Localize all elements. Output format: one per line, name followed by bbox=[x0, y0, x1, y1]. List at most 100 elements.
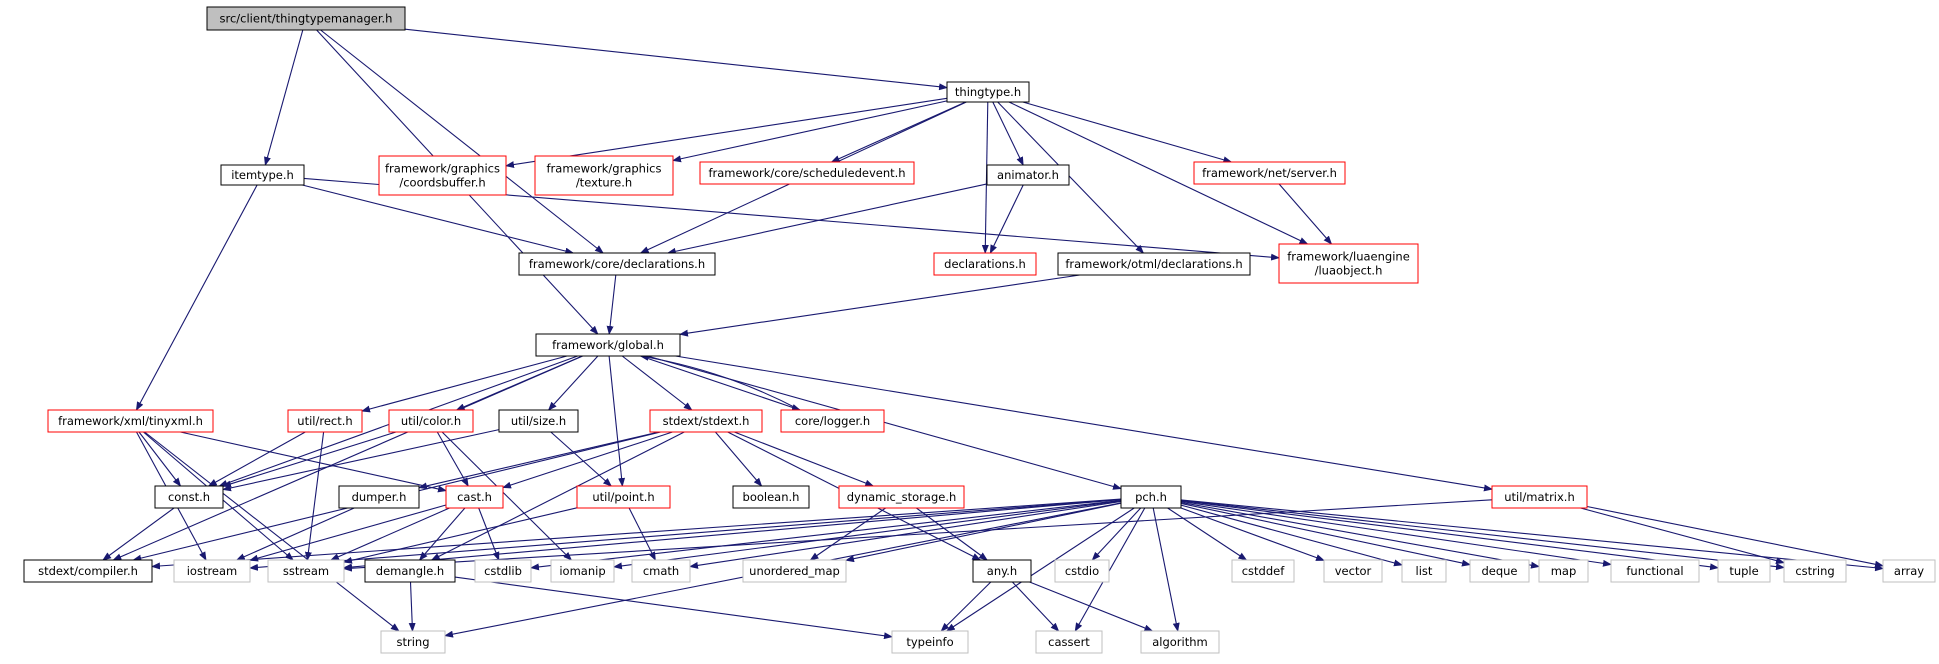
node-tinyxml-label: framework/xml/tinyxml.h bbox=[58, 414, 203, 428]
node-thingtype[interactable]: thingtype.h bbox=[946, 81, 1030, 103]
node-itemtype-box bbox=[220, 164, 305, 186]
node-cassert-label: cassert bbox=[1048, 635, 1090, 649]
node-cmath: cmath bbox=[631, 559, 691, 583]
node-unordmap-label: unordered_map bbox=[749, 564, 840, 578]
node-unordmap-box bbox=[742, 559, 847, 583]
node-const[interactable]: const.h bbox=[154, 485, 224, 509]
node-color[interactable]: util/color.h bbox=[388, 409, 474, 433]
node-list-box bbox=[1401, 559, 1447, 583]
node-logger[interactable]: core/logger.h bbox=[780, 409, 885, 433]
node-functional: functional bbox=[1610, 559, 1700, 583]
node-schedev[interactable]: framework/core/scheduledevent.h bbox=[699, 161, 915, 185]
edge-dumper-to-iostream bbox=[235, 507, 355, 561]
node-luaobject[interactable]: framework/luaengine/luaobject.h bbox=[1278, 243, 1419, 284]
edge-thingtype-to-animator bbox=[992, 101, 1024, 166]
node-string-box bbox=[380, 630, 446, 654]
node-sstream: sstream bbox=[267, 559, 345, 583]
node-itemtype[interactable]: itemtype.h bbox=[220, 164, 305, 186]
node-decl[interactable]: declarations.h bbox=[933, 252, 1037, 276]
node-coordsbuf[interactable]: framework/graphics/coordsbuffer.h bbox=[378, 155, 507, 196]
node-rect-label: util/rect.h bbox=[297, 414, 352, 428]
node-array-label: array bbox=[1894, 564, 1924, 578]
node-texture[interactable]: framework/graphics/texture.h bbox=[534, 155, 674, 196]
edge-tinyxml-to-string bbox=[144, 431, 400, 632]
node-animator[interactable]: animator.h bbox=[986, 164, 1070, 186]
node-dynstore[interactable]: dynamic_storage.h bbox=[838, 485, 965, 509]
edge-thingtype-to-otmldecl bbox=[997, 101, 1145, 254]
node-cast[interactable]: cast.h bbox=[445, 485, 504, 509]
node-typeinfo-label: typeinfo bbox=[906, 635, 953, 649]
edge-pch-to-compiler bbox=[151, 498, 1122, 570]
edge-color-to-cast bbox=[436, 431, 469, 487]
node-color-box bbox=[388, 409, 474, 433]
edge-pch-to-functional bbox=[1180, 500, 1612, 567]
node-typeinfo-box bbox=[891, 630, 969, 654]
node-logger-box bbox=[780, 409, 885, 433]
node-algorithm: algorithm bbox=[1140, 630, 1220, 654]
node-list-label: list bbox=[1416, 564, 1433, 578]
node-const-label: const.h bbox=[168, 490, 210, 504]
node-pch[interactable]: pch.h bbox=[1120, 485, 1182, 509]
node-cstdlib: cstdlib bbox=[474, 559, 532, 583]
node-cassert-box bbox=[1035, 630, 1103, 654]
node-schedev-box bbox=[699, 161, 915, 185]
node-pch-box bbox=[1120, 485, 1182, 509]
node-any-box bbox=[972, 559, 1032, 583]
node-stdext[interactable]: stdext/stdext.h bbox=[649, 409, 763, 433]
node-netserver-label: framework/net/server.h bbox=[1202, 166, 1337, 180]
node-tuple-label: tuple bbox=[1729, 564, 1758, 578]
node-map-box bbox=[1538, 559, 1589, 583]
edge-matrix-to-sstream bbox=[343, 499, 1493, 572]
edge-point-to-sstream bbox=[343, 507, 578, 564]
node-schedev-label: framework/core/scheduledevent.h bbox=[708, 166, 905, 180]
edge-pch-to-sstream bbox=[343, 499, 1122, 571]
node-rect[interactable]: util/rect.h bbox=[287, 409, 363, 433]
edge-root-to-coredecl bbox=[320, 29, 604, 254]
node-matrix[interactable]: util/matrix.h bbox=[1491, 485, 1588, 509]
node-root-box bbox=[206, 6, 406, 31]
edge-pch-to-vector bbox=[1180, 507, 1325, 561]
node-deque-box bbox=[1469, 559, 1530, 583]
node-otmldecl-box bbox=[1057, 252, 1251, 276]
edge-root-to-itemtype bbox=[264, 29, 304, 166]
node-logger-label: core/logger.h bbox=[795, 414, 870, 428]
edge-rect-to-sstream bbox=[304, 431, 325, 561]
edge-matrix-to-array bbox=[1586, 505, 1884, 568]
node-coredecl[interactable]: framework/core/declarations.h bbox=[518, 252, 716, 276]
edge-stdext-to-boolean bbox=[714, 431, 763, 487]
node-deque: deque bbox=[1469, 559, 1530, 583]
node-demangle[interactable]: demangle.h bbox=[364, 559, 456, 583]
node-root[interactable]: src/client/thingtypemanager.h bbox=[206, 6, 406, 31]
node-thingtype-label: thingtype.h bbox=[955, 85, 1021, 99]
edge-stdext-to-demangle bbox=[430, 431, 685, 561]
node-demangle-label: demangle.h bbox=[376, 564, 444, 578]
node-tuple-box bbox=[1717, 559, 1771, 583]
nodes-layer: src/client/thingtypemanager.h thingtype.h… bbox=[23, 6, 1936, 654]
edge-any-to-algorithm bbox=[1029, 581, 1154, 632]
edge-itemtype-to-tinyxml bbox=[135, 184, 258, 411]
node-point[interactable]: util/point.h bbox=[576, 485, 671, 509]
node-cstddef-box bbox=[1231, 559, 1295, 583]
node-global[interactable]: framework/global.h bbox=[535, 333, 681, 357]
node-size[interactable]: util/size.h bbox=[498, 409, 579, 433]
node-thingtype-box bbox=[946, 81, 1030, 103]
node-root-label: src/client/thingtypemanager.h bbox=[220, 12, 393, 26]
edge-cast-to-cstdlib bbox=[478, 507, 500, 561]
edge-global-to-size bbox=[547, 355, 599, 411]
node-functional-box bbox=[1610, 559, 1700, 583]
node-compiler-box bbox=[23, 559, 153, 583]
node-cstdio-label: cstdio bbox=[1065, 564, 1099, 578]
edge-pch-to-cstring bbox=[1180, 499, 1785, 571]
node-iostream: iostream bbox=[173, 559, 251, 583]
node-any[interactable]: any.h bbox=[972, 559, 1032, 583]
node-dumper[interactable]: dumper.h bbox=[338, 485, 420, 509]
node-boolean[interactable]: boolean.h bbox=[732, 485, 810, 509]
node-algorithm-box bbox=[1140, 630, 1220, 654]
node-netserver[interactable]: framework/net/server.h bbox=[1193, 161, 1346, 185]
edge-pch-to-map bbox=[1180, 501, 1540, 569]
node-otmldecl[interactable]: framework/otml/declarations.h bbox=[1057, 252, 1251, 276]
node-decl-box bbox=[933, 252, 1037, 276]
node-luaobject-label: framework/luaengine bbox=[1287, 250, 1410, 264]
node-tinyxml[interactable]: framework/xml/tinyxml.h bbox=[47, 409, 214, 433]
node-compiler[interactable]: stdext/compiler.h bbox=[23, 559, 153, 583]
